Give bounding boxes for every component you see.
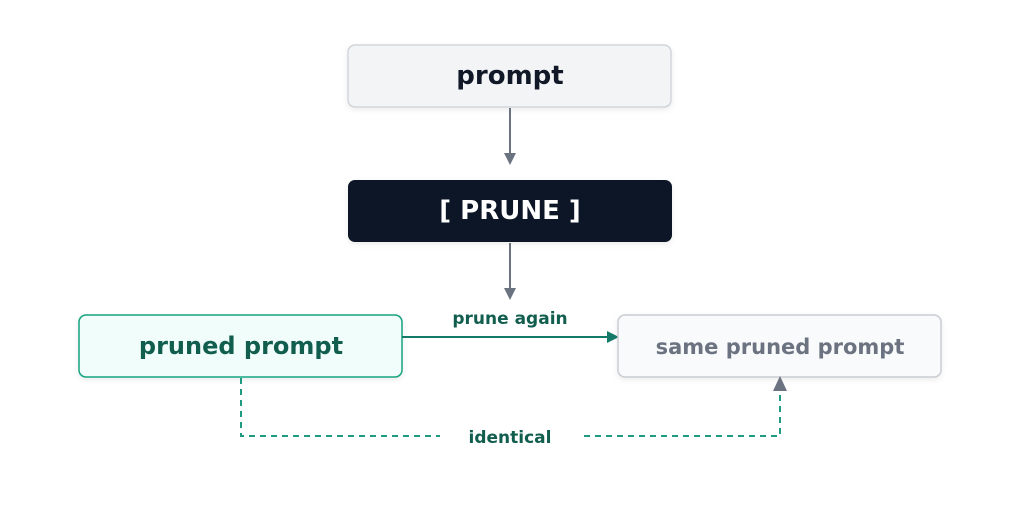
edge-identical-label: identical	[469, 428, 552, 448]
node-prune-label: [ PRUNE ]	[439, 196, 581, 226]
edge-identical-right	[584, 391, 781, 437]
node-pruned-prompt-box	[78, 314, 403, 378]
node-same-pruned-prompt-box	[617, 314, 942, 378]
node-prompt-label: prompt	[456, 61, 563, 91]
node-pruned-prompt-label: pruned prompt	[139, 332, 343, 360]
node-prune-box	[348, 180, 672, 242]
node-same-pruned-prompt: same pruned prompt	[617, 314, 942, 378]
edge-identical-arrowhead	[773, 376, 787, 391]
node-same-pruned-prompt-label: same pruned prompt	[656, 335, 905, 359]
node-pruned-prompt: pruned prompt	[78, 314, 403, 378]
node-prompt-box	[347, 44, 672, 108]
node-prune: [ PRUNE ]	[348, 180, 672, 242]
edge-prune-again-label: prune again	[452, 309, 567, 329]
edge-identical-left	[240, 378, 440, 437]
node-prompt: prompt	[347, 44, 672, 108]
